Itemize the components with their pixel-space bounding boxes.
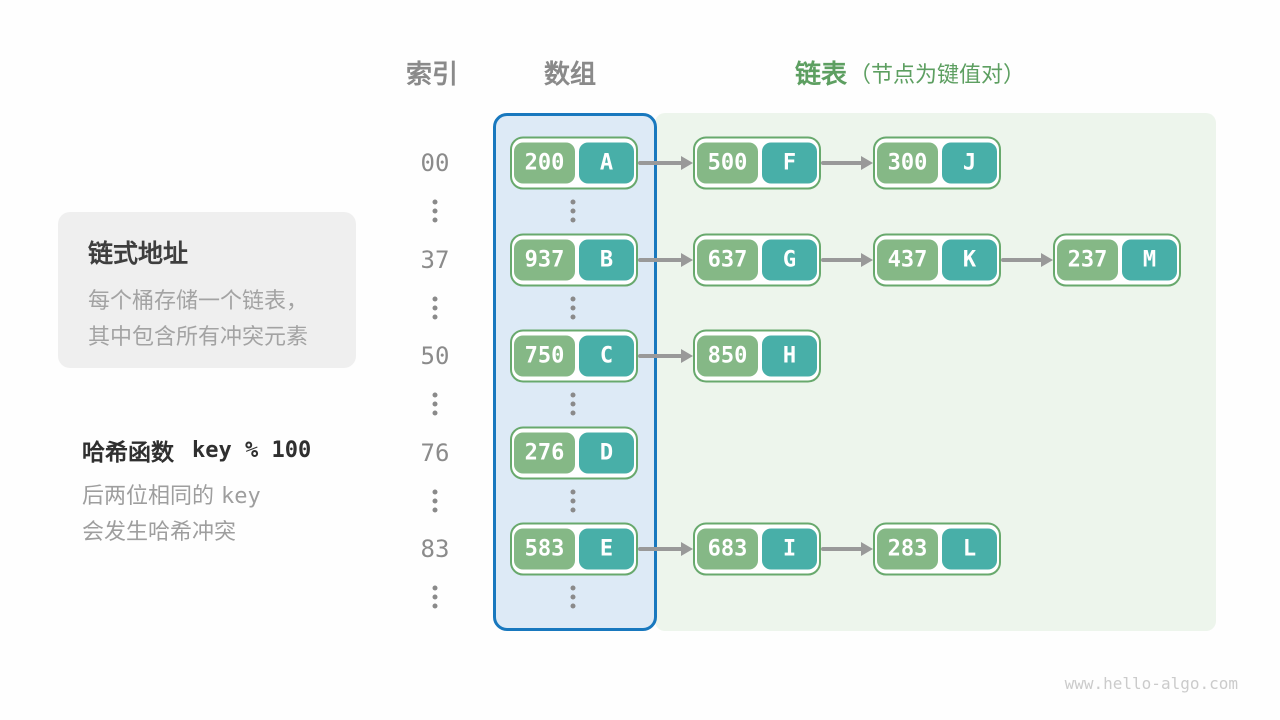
arrow-shaft [638, 354, 684, 358]
node-key-cell: 750 [514, 335, 575, 377]
arrow-head-icon [1041, 253, 1053, 267]
node-key-cell: 637 [697, 239, 758, 281]
arrow-shaft [821, 258, 864, 262]
node-value-cell: K [942, 239, 997, 281]
node-value-cell: G [762, 239, 817, 281]
callout-line-1: 每个桶存储一个链表， [88, 289, 309, 314]
node-value-cell: A [579, 142, 634, 184]
arrow-head-icon [861, 156, 873, 170]
arrow [638, 349, 693, 363]
node-value-cell: I [762, 528, 817, 570]
node-key-cell: 937 [514, 239, 575, 281]
arrow [821, 253, 873, 267]
ellipsis-dots [432, 392, 438, 416]
arrow-shaft [1001, 258, 1044, 262]
hash-note-line-2: 会发生哈希冲突 [82, 520, 237, 545]
ellipsis-dots [570, 199, 576, 223]
node-value-cell: H [762, 335, 817, 377]
ellipsis-dots [570, 296, 576, 320]
arrow [638, 253, 693, 267]
node-key-cell: 200 [514, 142, 575, 184]
arrow [821, 542, 873, 556]
hash-function-label: 哈希函数 [82, 440, 174, 466]
index-column-header: 索引 [405, 60, 459, 90]
node-key-cell: 237 [1057, 239, 1118, 281]
arrow [638, 156, 693, 170]
node-key-cell: 283 [877, 528, 938, 570]
node-value-cell: B [579, 239, 634, 281]
arrow [1001, 253, 1053, 267]
node-value-cell: C [579, 335, 634, 377]
node-key-cell: 437 [877, 239, 938, 281]
node-key-cell: 683 [697, 528, 758, 570]
node-value-cell: L [942, 528, 997, 570]
node-key-cell: 276 [514, 432, 575, 474]
hash-note-key-code: key [221, 484, 261, 509]
list-header-note: （节点为键值对） [849, 62, 1026, 88]
hash-function-note: 哈希函数 key % 100 后两位相同的 key 会发生哈希冲突 [82, 433, 311, 551]
ellipsis-dots [570, 392, 576, 416]
node-key-cell: 850 [697, 335, 758, 377]
index-label: 76 [420, 439, 450, 467]
node-value-cell: E [579, 528, 634, 570]
index-label: 37 [420, 246, 450, 274]
callout-line-2: 其中包含所有冲突元素 [88, 325, 309, 350]
hash-function-formula: key % 100 [192, 437, 312, 463]
chaining-callout: 链式地址 每个桶存储一个链表， 其中包含所有冲突元素 [58, 212, 356, 368]
arrow [821, 156, 873, 170]
node-value-cell: M [1122, 239, 1177, 281]
arrow-head-icon [861, 542, 873, 556]
ellipsis-dots [570, 489, 576, 513]
ellipsis-dots [432, 199, 438, 223]
arrow-head-icon [681, 542, 693, 556]
arrow-shaft [638, 547, 684, 551]
list-column-header: 链表 （节点为键值对） [795, 54, 1025, 91]
arrow-shaft [821, 161, 864, 165]
array-column-header: 数组 [543, 60, 597, 90]
ellipsis-dots [570, 585, 576, 609]
node-value-cell: D [579, 432, 634, 474]
arrow-head-icon [681, 156, 693, 170]
callout-title: 链式地址 [88, 239, 189, 268]
ellipsis-dots [432, 585, 438, 609]
arrow [638, 542, 693, 556]
node-value-cell: J [942, 142, 997, 184]
arrow-shaft [638, 258, 684, 262]
index-label: 50 [420, 342, 450, 370]
arrow-shaft [638, 161, 684, 165]
index-label: 00 [420, 149, 450, 177]
hash-note-line-1: 后两位相同的 key [82, 479, 311, 515]
node-key-cell: 300 [877, 142, 938, 184]
hash-note-prefix: 后两位相同的 [82, 484, 221, 509]
arrow-head-icon [861, 253, 873, 267]
arrow-head-icon [681, 349, 693, 363]
node-key-cell: 583 [514, 528, 575, 570]
arrow-head-icon [681, 253, 693, 267]
node-value-cell: F [762, 142, 817, 184]
arrow-shaft [821, 547, 864, 551]
ellipsis-dots [432, 489, 438, 513]
node-key-cell: 500 [697, 142, 758, 184]
ellipsis-dots [432, 296, 438, 320]
list-header-label: 链表 [795, 60, 848, 90]
index-label: 83 [420, 535, 450, 563]
watermark: www.hello-algo.com [1064, 674, 1238, 693]
